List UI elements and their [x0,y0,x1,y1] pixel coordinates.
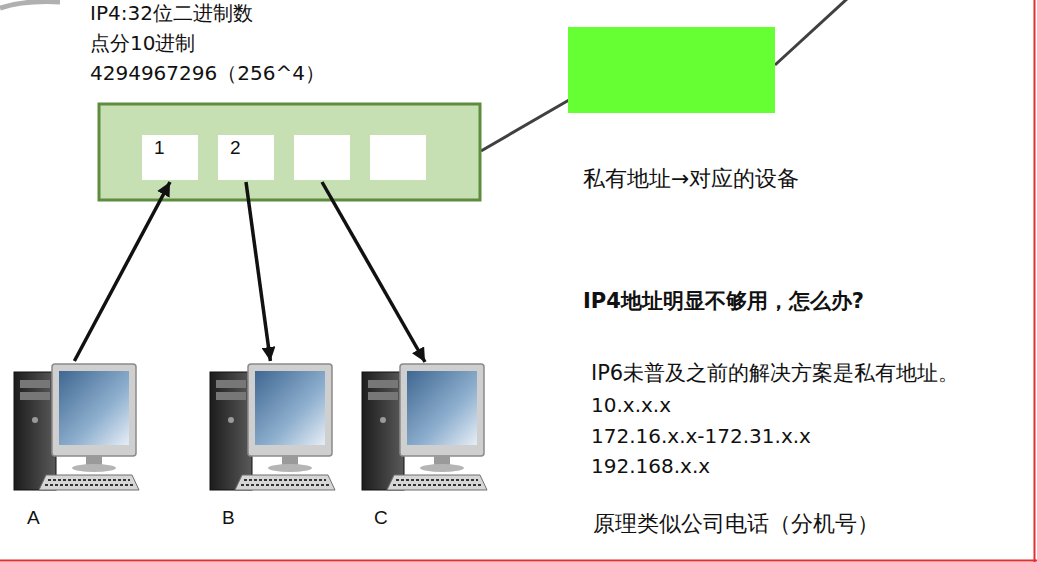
connector-arrow [74,182,170,361]
internet-box [568,27,775,113]
note-text: 4294967296（256^4） [90,61,325,85]
computer-label: C [374,507,388,529]
note-text: 192.168.x.x [591,454,710,478]
frame-line [0,560,1037,562]
computer-label: A [27,507,40,529]
network-link [481,100,569,151]
note-text: IP4:32位二进制数 [90,1,253,25]
note-text: IP6未普及之前的解决方案是私有地址。 [591,361,959,386]
computer-icon [360,362,490,495]
port-box: 2 [218,135,274,180]
note-text: 10.x.x.x [591,393,671,417]
note-text: 原理类似公司电话（分机号） [593,511,879,537]
router-port [294,135,350,180]
network-link [775,0,848,65]
question-text: IP4地址明显不够用，怎么办? [583,289,864,314]
note-text: 点分10进制 [90,31,195,55]
decor-arc [0,2,60,8]
computer-node: C [360,362,490,495]
router-box [99,104,480,200]
computer-icon [12,362,142,495]
port-arrow [322,182,425,362]
computer-node: A [12,362,142,495]
port-number: 2 [230,137,266,160]
computer-icon [208,362,338,495]
note-text: 172.16.x.x-172.31.x.x [591,424,811,448]
port-number: 1 [154,137,190,160]
frame-line [1034,0,1036,562]
note-text: 私有地址→对应的设备 [583,166,799,192]
connector-arrow [246,182,270,361]
computer-label: B [222,507,235,529]
computer-node: B [208,362,338,495]
router-port [370,135,426,180]
port-box: 1 [142,135,198,180]
